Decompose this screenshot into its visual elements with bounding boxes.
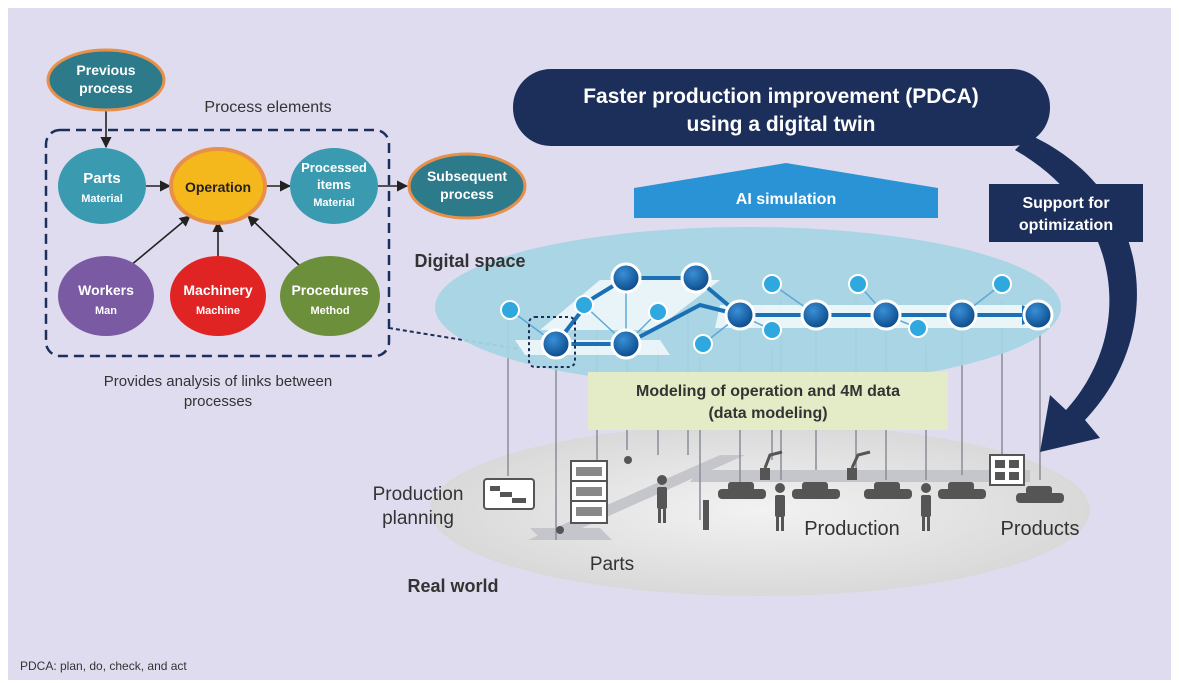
robot-arm-icons xyxy=(760,450,871,480)
car-icons xyxy=(718,482,1064,503)
previous-process-node xyxy=(46,48,166,112)
workers-label: Workers xyxy=(78,282,134,298)
operation-label: Operation xyxy=(185,179,251,195)
arrow-procedures-to-operation xyxy=(247,215,301,267)
footnote: PDCA: plan, do, check, and act xyxy=(20,659,187,673)
highlight-box xyxy=(528,316,576,368)
parts-label: Parts xyxy=(83,170,121,187)
procedures-sublabel: Method xyxy=(310,305,349,317)
workers-node xyxy=(58,256,154,336)
procedures-node xyxy=(280,256,380,336)
previous-process-label-1: Previous xyxy=(76,62,135,78)
ai-simulation-label: AI simulation xyxy=(736,191,836,208)
machinery-label: Machinery xyxy=(183,282,252,298)
parts-sublabel: Material xyxy=(81,193,123,205)
production-planning-label-1: Production xyxy=(373,484,464,505)
processed-items-label-2: items xyxy=(317,177,351,192)
previous-process-label-2: process xyxy=(79,80,133,96)
processed-items-sublabel: Material xyxy=(313,197,355,209)
procedures-label: Procedures xyxy=(291,282,368,298)
banner-line-2: using a digital twin xyxy=(687,113,876,136)
machinery-node xyxy=(170,256,266,336)
subsequent-process-label-1: Subsequent xyxy=(427,168,507,184)
support-line-2: optimization xyxy=(1019,217,1113,234)
real-parts-label: Parts xyxy=(590,554,634,575)
process-elements-box xyxy=(44,128,391,358)
real-products-label: Products xyxy=(1001,518,1080,540)
subsequent-process-label-2: process xyxy=(440,186,494,202)
caption-line-1: Provides analysis of links between xyxy=(104,373,332,390)
small-nodes xyxy=(500,274,1012,354)
real-production-label: Production xyxy=(804,518,900,540)
parts-node xyxy=(58,148,146,224)
warehouse-icon xyxy=(989,454,1025,486)
machinery-sublabel: Machine xyxy=(196,305,240,317)
ai-simulation-shape xyxy=(634,163,938,218)
digital-space-label: Digital space xyxy=(414,251,525,271)
production-planning-icon xyxy=(483,478,535,510)
worker-icons xyxy=(657,475,931,531)
support-line-1: Support for xyxy=(1022,195,1109,212)
caption-line-2: processes xyxy=(184,393,252,410)
arrow-workers-to-operation xyxy=(129,215,191,267)
banner-line-1: Faster production improvement (PDCA) xyxy=(583,85,979,108)
real-world-title: Real world xyxy=(407,576,498,596)
gear-icons xyxy=(556,456,632,534)
modeling-box xyxy=(588,372,948,430)
workers-sublabel: Man xyxy=(95,305,117,317)
modeling-line-1: Modeling of operation and 4M data xyxy=(636,383,900,400)
parts-shelf-icon xyxy=(570,460,608,524)
modeling-line-2: (data modeling) xyxy=(708,405,827,422)
process-elements-title: Process elements xyxy=(204,99,331,116)
subsequent-process-node xyxy=(407,152,527,220)
processed-items-label-1: Processed xyxy=(301,160,367,175)
support-label-box xyxy=(989,184,1143,242)
production-planning-label-2: planning xyxy=(382,508,454,529)
post-icon xyxy=(703,500,709,530)
processed-items-node xyxy=(290,148,378,224)
large-nodes xyxy=(540,262,1054,360)
operation-node xyxy=(169,147,267,225)
pdca-banner xyxy=(513,69,1050,146)
